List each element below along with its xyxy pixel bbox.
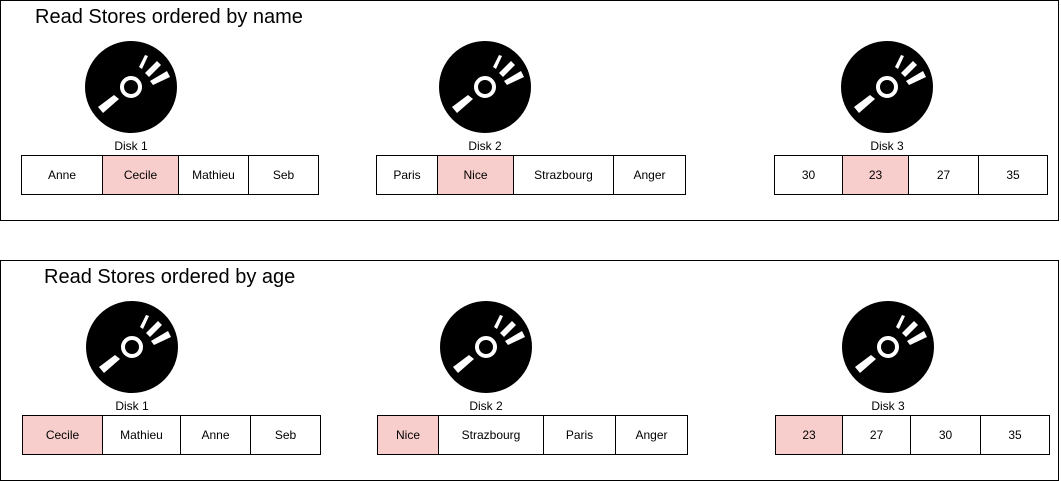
- disk-icon: [85, 41, 177, 133]
- record-cell: Anne: [180, 416, 250, 454]
- record-cell: Paris: [543, 416, 615, 454]
- disk-icon: [440, 301, 532, 393]
- disk-icon: [842, 301, 934, 393]
- disk-icon: [439, 41, 531, 133]
- disk-label: Disk 1: [112, 139, 150, 153]
- record-cell-highlighted: Cecile: [23, 416, 102, 454]
- disk-label: Disk 3: [868, 139, 906, 153]
- disk-icon: [85, 41, 177, 133]
- disk-icon: [842, 301, 934, 393]
- disk-icon: [440, 301, 532, 393]
- record-cell: Seb: [250, 416, 320, 454]
- record-cell-highlighted: Cecile: [102, 156, 178, 194]
- disk-label: Disk 2: [466, 139, 504, 153]
- disk-icon: [439, 41, 531, 133]
- disk-icon: [841, 41, 933, 133]
- disk-icon: [86, 301, 178, 393]
- record-cell: 30: [775, 156, 842, 194]
- record-cell: Anne: [22, 156, 102, 194]
- record-cell: 35: [980, 416, 1049, 454]
- record-cell: Seb: [248, 156, 318, 194]
- disk-label: Disk 2: [467, 399, 505, 413]
- record-cell-highlighted: 23: [842, 156, 908, 194]
- record-cell: Anger: [615, 416, 687, 454]
- record-cell: Mathieu: [102, 416, 180, 454]
- record-cell: Strazbourg: [438, 416, 543, 454]
- record-cell: Strazbourg: [513, 156, 613, 194]
- record-cell: 27: [908, 156, 978, 194]
- record-cell-highlighted: Nice: [437, 156, 513, 194]
- record-cell: Mathieu: [178, 156, 248, 194]
- disk-icon: [86, 301, 178, 393]
- panel-title: Read Stores ordered by age: [44, 266, 296, 288]
- record-cell-highlighted: 23: [776, 416, 842, 454]
- disk-icon: [841, 41, 933, 133]
- disk-label: Disk 1: [113, 399, 151, 413]
- record-cell: 27: [842, 416, 910, 454]
- record-cell: Anger: [613, 156, 685, 194]
- record-cell-highlighted: Nice: [378, 416, 438, 454]
- record-cell: Paris: [377, 156, 437, 194]
- record-cell: 30: [910, 416, 980, 454]
- record-cell: 35: [978, 156, 1047, 194]
- disk-label: Disk 3: [869, 399, 907, 413]
- panel-title: Read Stores ordered by name: [35, 6, 303, 28]
